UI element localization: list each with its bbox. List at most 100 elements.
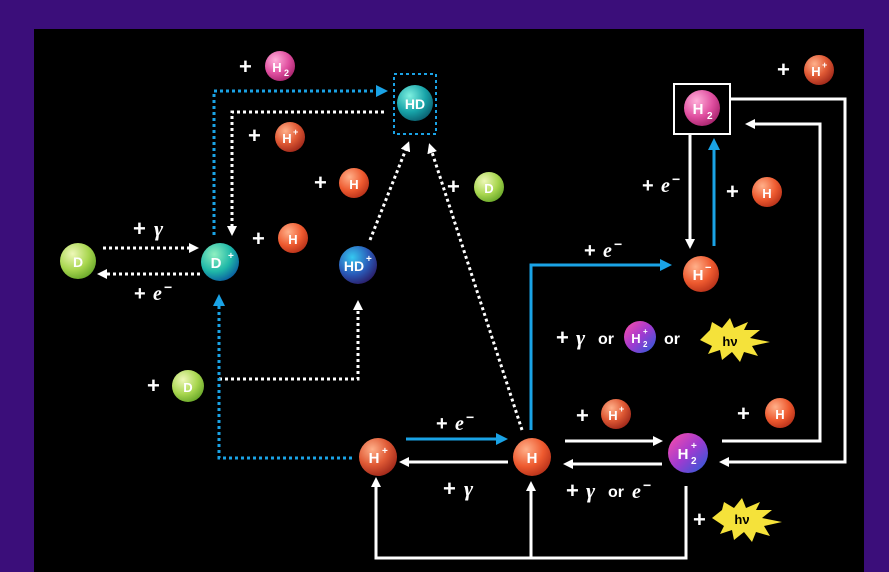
svg-text:+: + bbox=[293, 127, 298, 137]
species-h2-plus: H 2 + bbox=[668, 433, 708, 473]
species-hd-label: HD bbox=[405, 96, 425, 112]
svg-text:+: + bbox=[147, 373, 160, 398]
svg-text:−: − bbox=[672, 171, 680, 187]
reactant-plus-electron-2: + e − bbox=[642, 171, 680, 197]
reactant-plus-d-2: + D bbox=[147, 370, 204, 402]
svg-text:e: e bbox=[661, 175, 670, 197]
svg-text:+: + bbox=[777, 57, 790, 82]
svg-text:+: + bbox=[228, 251, 234, 262]
svg-text:H: H bbox=[608, 408, 617, 423]
species-d-plus-label: D bbox=[211, 255, 222, 272]
svg-text:+: + bbox=[643, 327, 648, 336]
reactant-plus-h-1: + H bbox=[314, 168, 369, 198]
svg-text:+: + bbox=[248, 123, 261, 148]
diagram-panel bbox=[34, 29, 864, 572]
svg-text:H: H bbox=[811, 64, 820, 79]
reactant-plus-gamma-or-electron: + γ or e − bbox=[566, 477, 651, 503]
species-d-label: D bbox=[73, 254, 83, 270]
svg-text:H: H bbox=[282, 131, 291, 146]
species-h: H bbox=[513, 438, 551, 476]
reactant-plus-photon: + hν bbox=[693, 498, 782, 542]
arrow-dplus-to-hd-blue-dotted bbox=[212, 85, 388, 235]
reactant-plus-hplus-2: + H + bbox=[576, 399, 631, 429]
hd-box bbox=[393, 73, 437, 135]
species-h2-plus-label: H bbox=[678, 446, 689, 463]
svg-text:hν: hν bbox=[734, 512, 749, 527]
svg-text:+: + bbox=[822, 60, 827, 70]
svg-text:2: 2 bbox=[643, 340, 648, 349]
species-hd-plus: HD + bbox=[339, 246, 377, 284]
svg-text:+: + bbox=[134, 283, 146, 305]
species-h2: H 2 bbox=[673, 83, 731, 135]
svg-text:+: + bbox=[584, 240, 596, 262]
species-h-minus: H − bbox=[683, 256, 719, 292]
arrow-hd-to-dplus-white-dotted bbox=[227, 110, 384, 236]
svg-text:H: H bbox=[762, 186, 771, 201]
svg-text:+: + bbox=[382, 446, 388, 457]
svg-text:+: + bbox=[436, 413, 448, 435]
svg-text:+: + bbox=[366, 254, 372, 265]
species-h-plus-label: H bbox=[369, 450, 380, 467]
species-d: D bbox=[60, 243, 96, 279]
svg-text:+: + bbox=[737, 401, 750, 426]
connectors bbox=[97, 85, 847, 560]
svg-text:−: − bbox=[705, 262, 711, 274]
svg-text:+: + bbox=[566, 478, 579, 503]
svg-text:−: − bbox=[643, 477, 651, 493]
photon-burst-2 bbox=[712, 498, 782, 542]
species-h-minus-label: H bbox=[693, 267, 704, 284]
svg-text:+: + bbox=[447, 174, 460, 199]
reactant-plus-gamma-2: + γ bbox=[443, 476, 474, 501]
svg-text:−: − bbox=[164, 279, 172, 295]
svg-text:+: + bbox=[642, 175, 654, 197]
species-hd: HD bbox=[393, 73, 437, 135]
svg-text:+: + bbox=[133, 216, 146, 241]
svg-text:+: + bbox=[556, 325, 569, 350]
svg-text:+: + bbox=[443, 476, 456, 501]
reactant-destruction-options: + γ or H 2 + or hν bbox=[556, 318, 770, 362]
svg-text:+: + bbox=[619, 404, 624, 414]
svg-text:2: 2 bbox=[707, 111, 713, 122]
arrow-h2-to-h2plus-outer bbox=[719, 97, 847, 467]
svg-text:or: or bbox=[598, 331, 614, 348]
svg-text:γ: γ bbox=[576, 325, 586, 350]
reactant-plus-hplus-1: + H + bbox=[248, 122, 305, 152]
svg-text:+: + bbox=[252, 226, 265, 251]
svg-text:+: + bbox=[576, 403, 589, 428]
reactant-plus-h-3: + H bbox=[726, 177, 782, 207]
species-d-plus: D + bbox=[201, 243, 239, 281]
svg-text:−: − bbox=[466, 409, 474, 425]
reactant-plus-electron-1: + e − bbox=[134, 279, 172, 305]
svg-text:+: + bbox=[691, 441, 697, 452]
svg-text:γ: γ bbox=[154, 216, 164, 241]
species-h-label: H bbox=[527, 450, 538, 467]
species-hd-plus-label: HD bbox=[344, 258, 364, 274]
svg-text:H: H bbox=[775, 407, 784, 422]
arrow-hdplus-to-hd-dotted bbox=[368, 141, 411, 241]
svg-text:H: H bbox=[631, 331, 640, 346]
arrow-h-to-hminus-blue bbox=[529, 259, 672, 430]
reactant-plus-electron-4: + e − bbox=[436, 409, 474, 435]
h2-box bbox=[673, 83, 731, 135]
svg-text:γ: γ bbox=[586, 478, 596, 503]
arrow-h-to-hd-dotted bbox=[427, 143, 524, 431]
reactant-plus-hplus-top-right: + H + bbox=[777, 55, 834, 85]
svg-text:or: or bbox=[608, 484, 624, 501]
reactant-plus-h2-top: + H 2 bbox=[239, 51, 295, 81]
reactant-plus-h-2: + H bbox=[252, 223, 308, 253]
svg-text:−: − bbox=[614, 236, 622, 252]
svg-text:+: + bbox=[726, 179, 739, 204]
svg-text:e: e bbox=[603, 240, 612, 262]
svg-text:hν: hν bbox=[722, 334, 737, 349]
reactant-plus-d-1: + D bbox=[447, 172, 504, 202]
svg-text:+: + bbox=[239, 54, 252, 79]
photon-burst-1 bbox=[700, 318, 770, 362]
svg-text:e: e bbox=[632, 481, 641, 503]
svg-text:H: H bbox=[349, 177, 358, 192]
arrow-d-to-hdplus-dotted bbox=[219, 300, 363, 381]
svg-text:e: e bbox=[153, 283, 162, 305]
svg-text:e: e bbox=[455, 413, 464, 435]
svg-text:D: D bbox=[183, 380, 192, 395]
svg-text:or: or bbox=[664, 331, 680, 348]
